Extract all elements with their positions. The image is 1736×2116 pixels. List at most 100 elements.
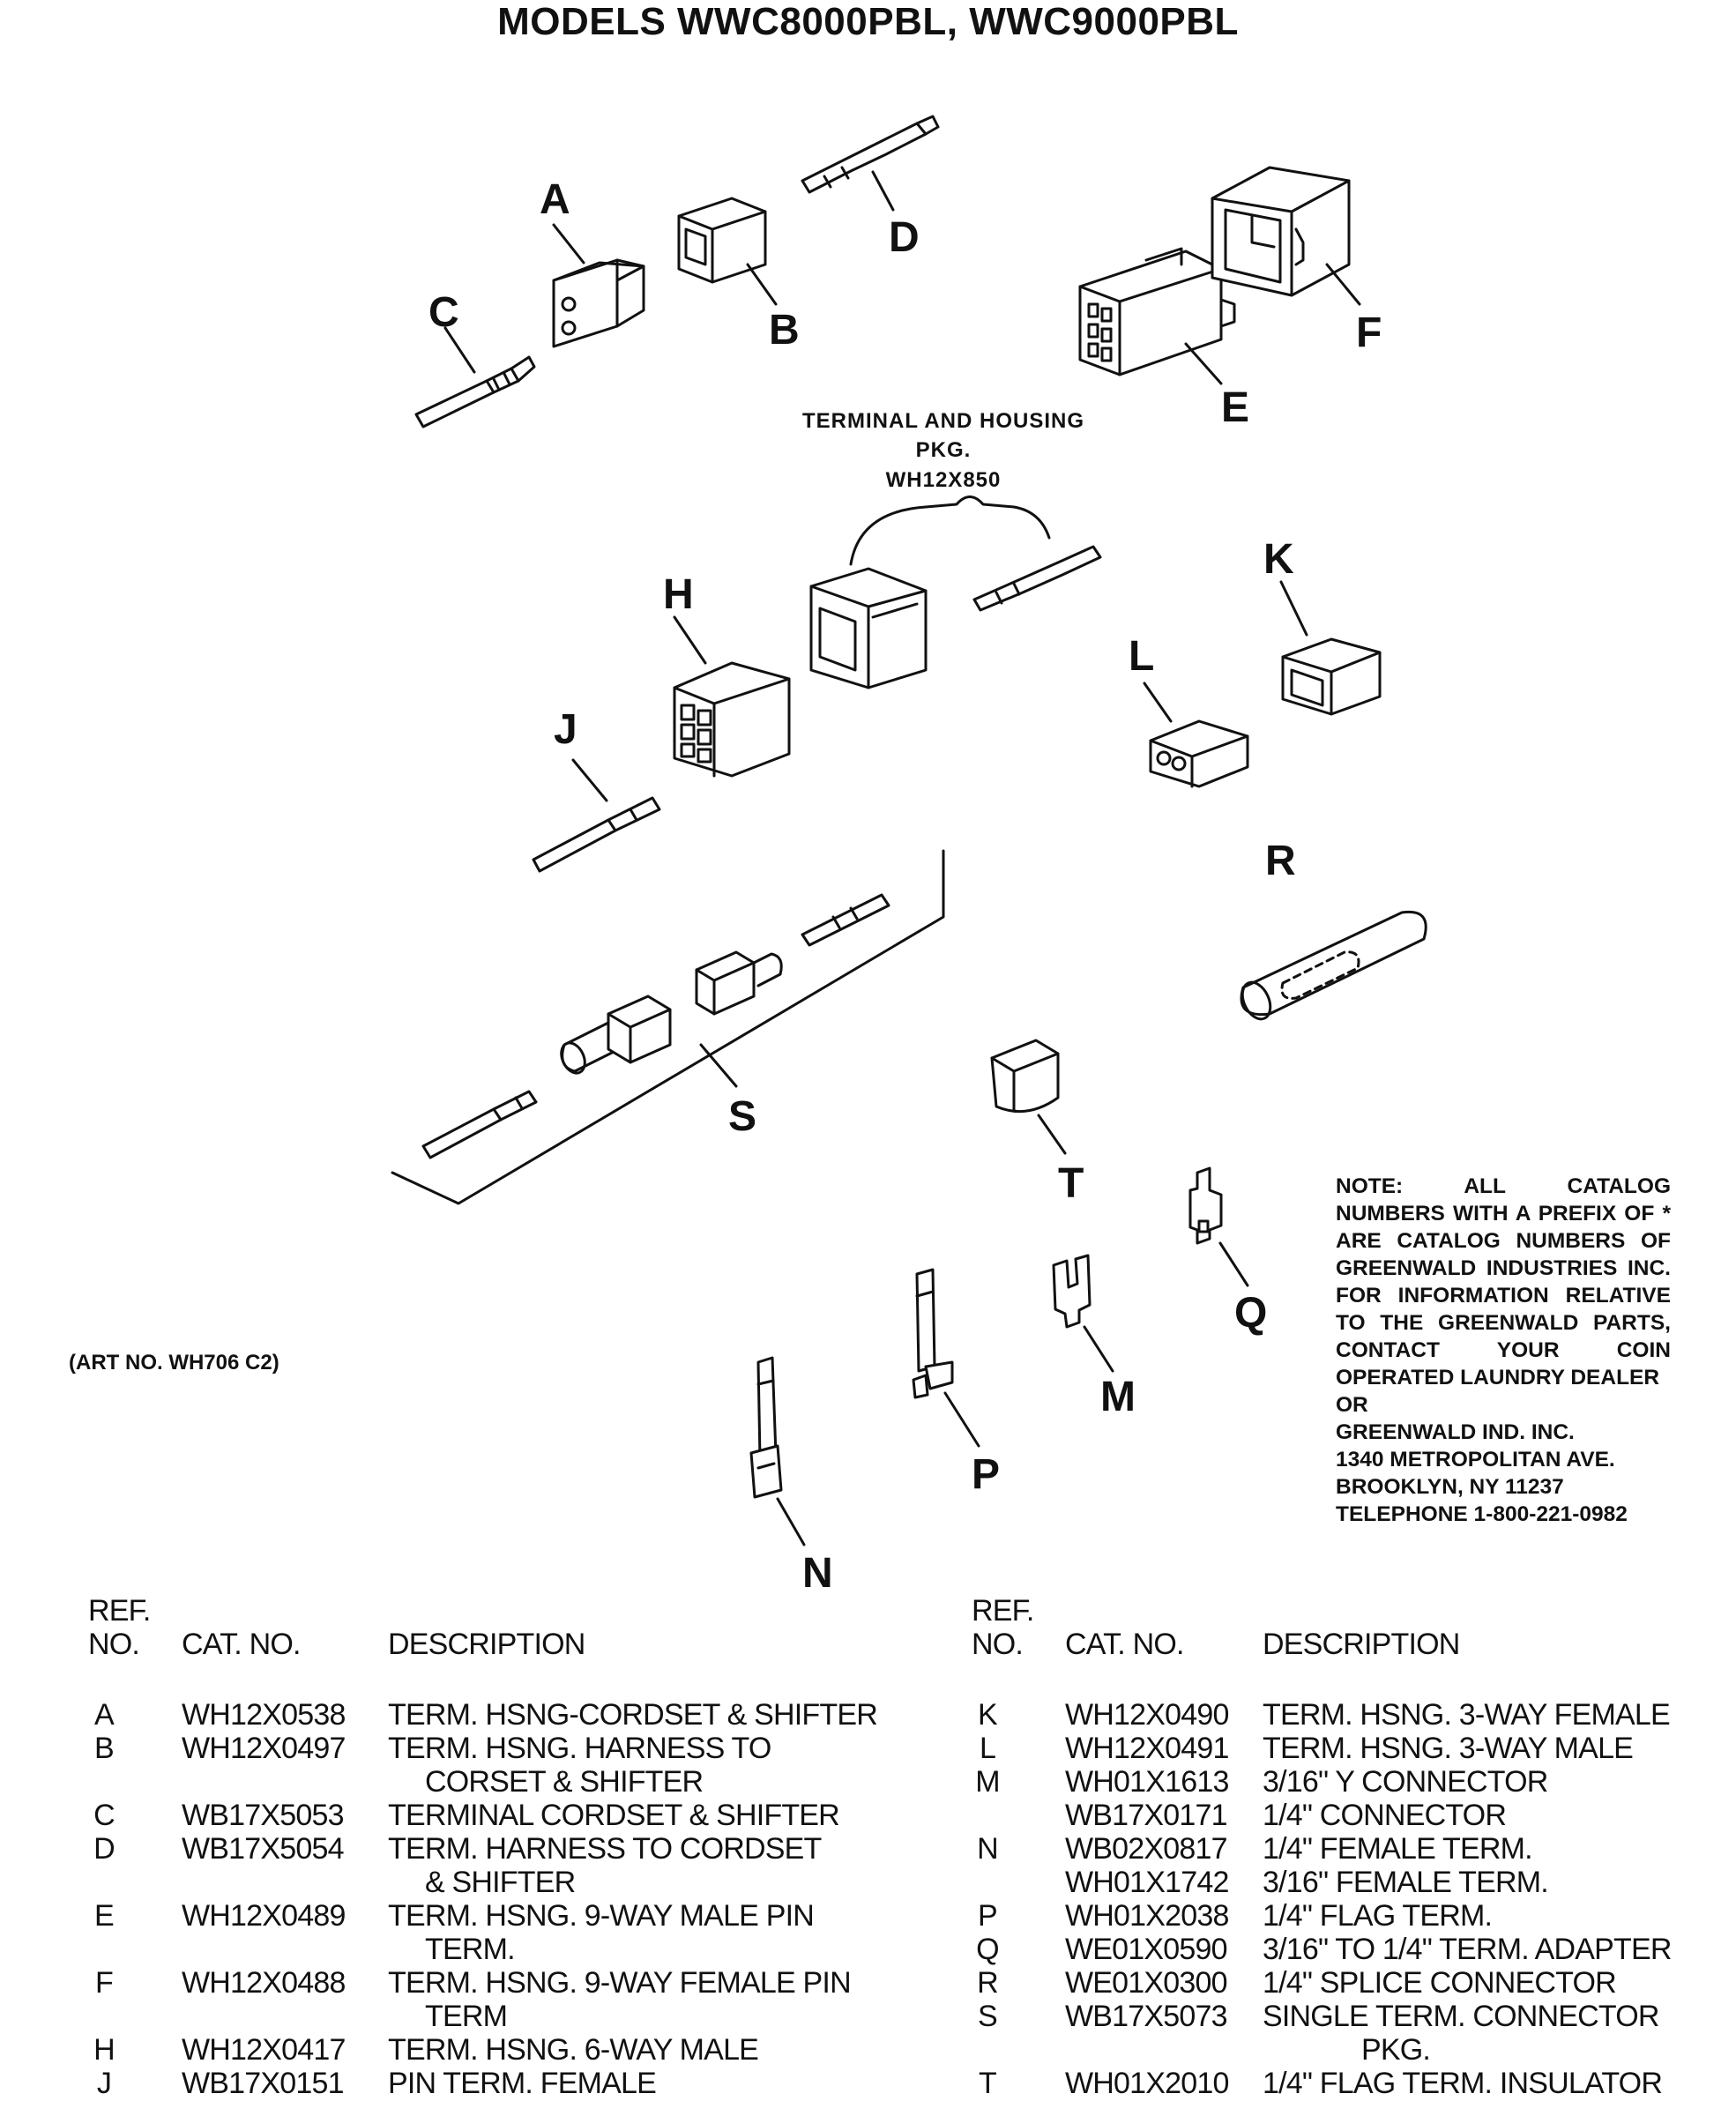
cat-no: WH01X2038 bbox=[1065, 1899, 1229, 1933]
package-label-line3: WH12X850 bbox=[886, 468, 1002, 492]
cat-no: WB02X0817 bbox=[1065, 1832, 1228, 1866]
callout-k: K bbox=[1263, 536, 1294, 583]
ref-no: R bbox=[977, 1966, 999, 2000]
ref-no: H bbox=[93, 2033, 115, 2067]
ref-header-line1: REF. bbox=[88, 1594, 151, 1628]
package-terminal bbox=[972, 545, 1102, 612]
callout-h: H bbox=[663, 571, 694, 618]
cat-no: WE01X0300 bbox=[1065, 1966, 1228, 2000]
part-j-terminal bbox=[532, 796, 661, 873]
ref-no: N bbox=[977, 1832, 999, 1866]
callout-e: E bbox=[1221, 384, 1249, 431]
callout-q: Q bbox=[1234, 1290, 1267, 1337]
cat-no: WB17X5054 bbox=[182, 1832, 345, 1866]
description: 1/4" SPLICE CONNECTOR bbox=[1263, 1966, 1617, 2000]
cat-no: WH01X1613 bbox=[1065, 1765, 1229, 1799]
note-address-1: GREENWALD IND. INC. bbox=[1336, 1420, 1575, 1444]
part-l-housing bbox=[1149, 719, 1249, 788]
description: CORSET & SHIFTER bbox=[425, 1765, 704, 1799]
ref-no: P bbox=[978, 1899, 998, 1933]
callout-a: A bbox=[540, 176, 570, 223]
part-b-housing bbox=[677, 197, 767, 284]
part-p-flag bbox=[912, 1268, 954, 1399]
callout-j: J bbox=[554, 706, 577, 753]
cat-no: WB17X5053 bbox=[182, 1799, 345, 1832]
description: TERM. HSNG. 6-WAY MALE bbox=[388, 2033, 759, 2067]
note-address-2: 1340 METROPOLITAN AVE. bbox=[1336, 1448, 1615, 1472]
callout-d: D bbox=[889, 214, 920, 261]
parts-table-right: REF. NO. CAT. NO. DESCRIPTION K WH12X0490… bbox=[972, 1594, 1730, 2114]
part-d-terminal bbox=[801, 115, 940, 194]
cat-no: WH12X0417 bbox=[182, 2033, 346, 2067]
part-f-housing bbox=[1211, 166, 1351, 297]
package-housing bbox=[809, 567, 928, 689]
part-t-insulator bbox=[990, 1039, 1060, 1114]
description: SINGLE TERM. CONNECTOR bbox=[1263, 2000, 1659, 2033]
ref-no: Q bbox=[976, 1933, 999, 1966]
greenwald-note: NOTE: ALL CATALOG NUMBERS WITH A PREFIX … bbox=[1336, 1173, 1671, 1528]
leader-lines bbox=[443, 170, 1361, 1546]
part-h-housing bbox=[673, 661, 791, 778]
description: PKG. bbox=[1361, 2033, 1431, 2067]
callout-s: S bbox=[728, 1093, 756, 1140]
ref-no: A bbox=[94, 1698, 115, 1732]
note-phone: TELEPHONE 1-800-221-0982 bbox=[1336, 1502, 1628, 1526]
callout-p: P bbox=[972, 1451, 1000, 1498]
description: TERM. HSNG-CORDSET & SHIFTER bbox=[388, 1698, 878, 1732]
callout-t: T bbox=[1058, 1160, 1084, 1207]
ref-no: E bbox=[94, 1899, 115, 1933]
page-title: MODELS WWC8000PBL, WWC9000PBL bbox=[497, 0, 1239, 43]
desc-header-right: DESCRIPTION bbox=[1263, 1628, 1460, 1661]
description: TERM. bbox=[425, 1933, 516, 1966]
cat-no: WH12X0490 bbox=[1065, 1698, 1229, 1732]
description: 3/16" FEMALE TERM. bbox=[1263, 1866, 1549, 1899]
callout-r: R bbox=[1265, 838, 1296, 884]
exploded-parts-diagram: A B C D E F H J K L R S T Q M P N TERMIN… bbox=[391, 115, 1427, 1587]
description: TERM. HSNG. 9-WAY FEMALE PIN bbox=[388, 1966, 852, 2000]
art-number: (ART NO. WH706 C2) bbox=[69, 1351, 279, 1375]
ref-header-line1-right: REF. bbox=[972, 1594, 1034, 1628]
callout-f: F bbox=[1356, 309, 1382, 356]
cat-no: WH12X0538 bbox=[182, 1698, 346, 1732]
part-m-connector bbox=[1052, 1254, 1092, 1329]
ref-header-line2-right: NO. bbox=[972, 1628, 1024, 1661]
ref-no: D bbox=[93, 1832, 115, 1866]
description: TERM bbox=[425, 2000, 508, 2033]
cat-header-right: CAT. NO. bbox=[1065, 1628, 1184, 1661]
desc-header: DESCRIPTION bbox=[388, 1628, 585, 1661]
callout-c: C bbox=[428, 289, 459, 336]
package-label-line2: PKG. bbox=[916, 438, 972, 462]
ref-no: T bbox=[979, 2067, 997, 2100]
ref-no: B bbox=[94, 1732, 115, 1765]
description: TERM. HSNG. 9-WAY MALE PIN bbox=[388, 1899, 815, 1933]
description: TERM. HSNG. 3-WAY FEMALE bbox=[1263, 1698, 1671, 1732]
ref-no: K bbox=[978, 1698, 998, 1732]
package-label-line1: TERMINAL AND HOUSING bbox=[802, 409, 1084, 433]
description: PIN TERM. FEMALE bbox=[388, 2067, 657, 2100]
description: 1/4" FLAG TERM. INSULATOR bbox=[1263, 2067, 1663, 2100]
cat-no: WB17X0151 bbox=[182, 2067, 345, 2100]
description: TERM. HARNESS TO CORDSET bbox=[388, 1832, 822, 1866]
description: 1/4" FEMALE TERM. bbox=[1263, 1832, 1533, 1866]
part-a-housing bbox=[552, 258, 645, 348]
description: 3/16" Y CONNECTOR bbox=[1263, 1765, 1548, 1799]
note-body: NOTE: ALL CATALOG NUMBERS WITH A PREFIX … bbox=[1336, 1174, 1671, 1390]
part-s-assembly bbox=[391, 849, 945, 1205]
part-q-adapter bbox=[1188, 1166, 1223, 1245]
callout-m: M bbox=[1100, 1374, 1136, 1420]
cat-no: WE01X0590 bbox=[1065, 1933, 1228, 1966]
cat-no: WH12X0497 bbox=[182, 1732, 346, 1765]
cat-no: WB17X0171 bbox=[1065, 1799, 1228, 1832]
part-k-housing bbox=[1281, 637, 1382, 716]
package-brace bbox=[849, 495, 1051, 566]
cat-no: WH12X0488 bbox=[182, 1966, 346, 2000]
ref-no: F bbox=[95, 1966, 114, 2000]
cat-no: WB17X5073 bbox=[1065, 2000, 1228, 2033]
callout-b: B bbox=[769, 307, 800, 354]
description: TERMINAL CORDSET & SHIFTER bbox=[388, 1799, 840, 1832]
part-n-female-term bbox=[749, 1356, 783, 1499]
note-address-3: BROOKLYN, NY 11237 bbox=[1336, 1475, 1564, 1499]
description: TERM. HSNG. 3-WAY MALE bbox=[1263, 1732, 1634, 1765]
ref-header-line2: NO. bbox=[88, 1628, 140, 1661]
